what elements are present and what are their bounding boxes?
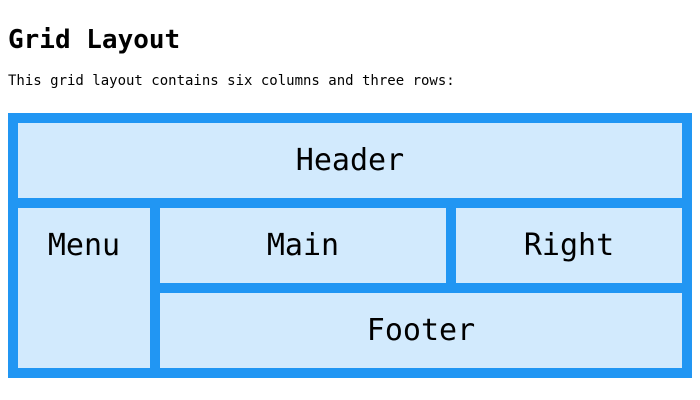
page-description: This grid layout contains six columns an…: [8, 73, 455, 89]
grid-cell-right: Right: [455, 208, 682, 283]
grid-cell-header: Header: [18, 123, 682, 198]
page-title: Grid Layout: [8, 25, 181, 55]
grid-layout-container: Header Menu Main Right Footer: [8, 113, 692, 378]
grid-cell-menu: Menu: [18, 208, 150, 368]
grid-cell-footer: Footer: [160, 293, 682, 368]
grid-cell-main: Main: [160, 208, 446, 283]
